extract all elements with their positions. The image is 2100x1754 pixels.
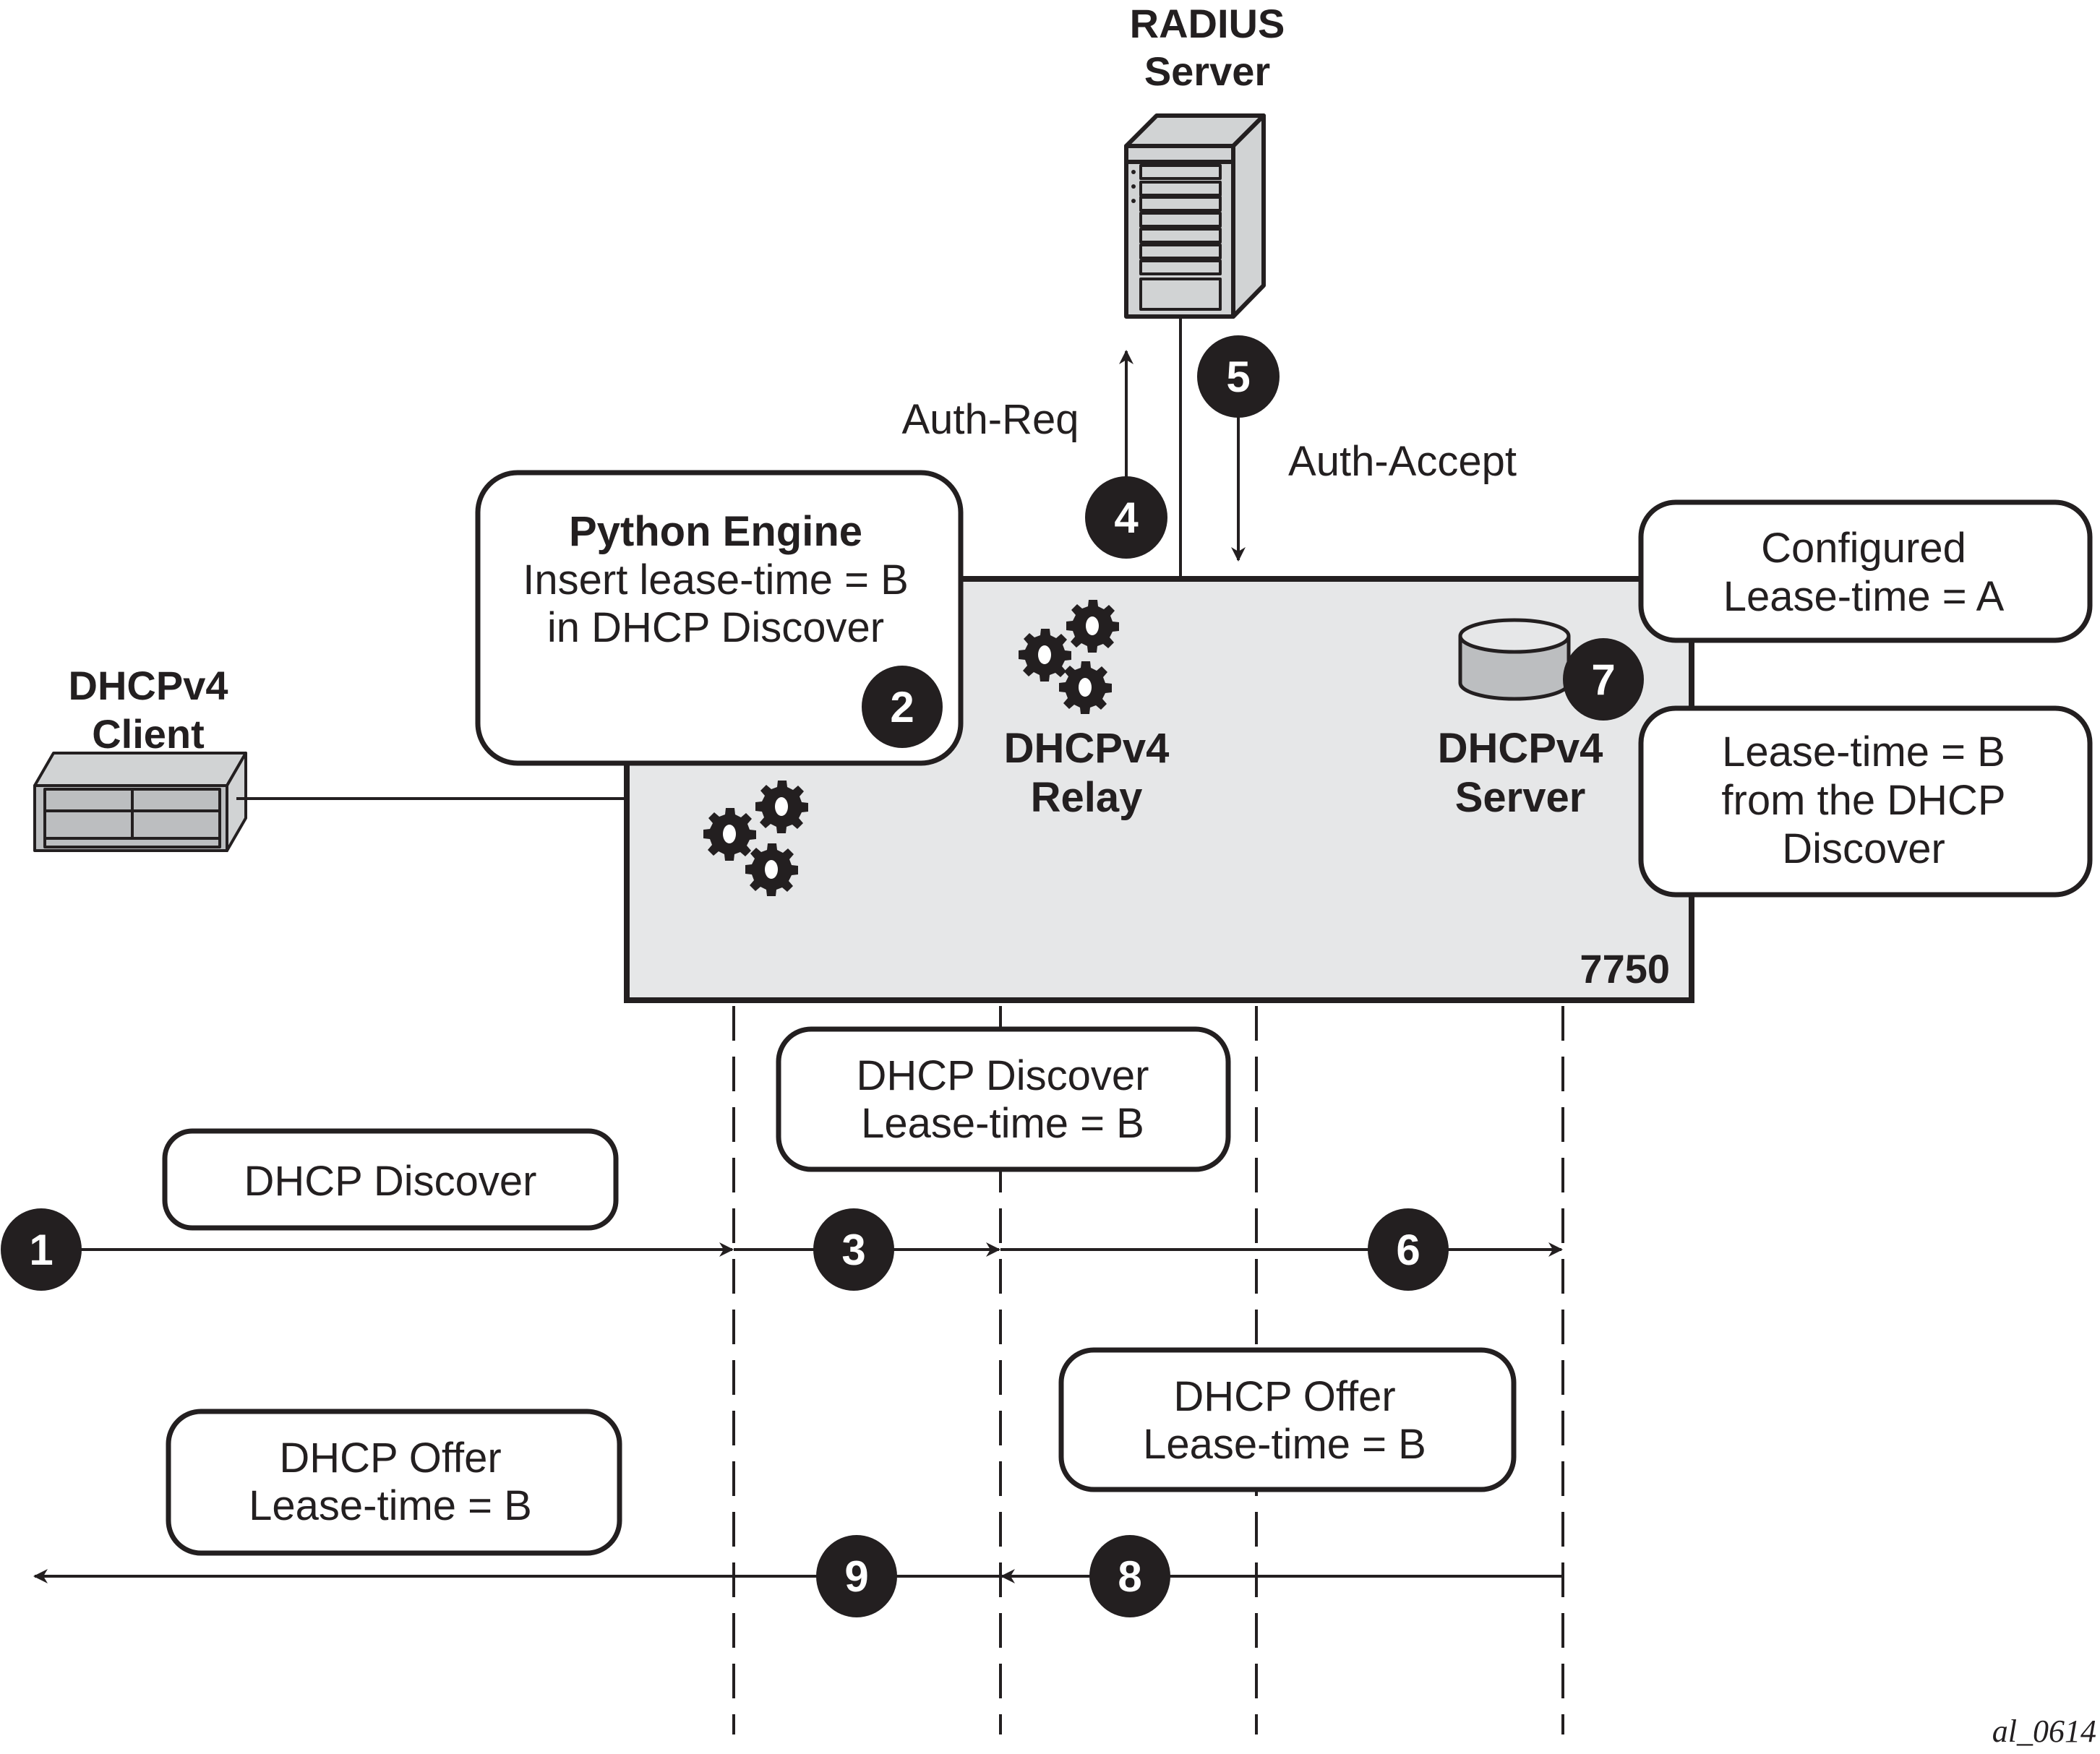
offer-from-server-box [1058, 1347, 1517, 1492]
step-5-badge: 5 [1197, 335, 1280, 418]
discover-label: DHCP Discover [244, 1158, 536, 1205]
step-2-badge: 2 [862, 666, 943, 748]
lease-b-line1: Lease-time = B [1722, 728, 2005, 775]
discover-relayed-line2: Lease-time = B [861, 1100, 1144, 1147]
server-database-icon [1458, 618, 1571, 701]
configured-lease-box [1638, 499, 2093, 643]
svg-text:5: 5 [1226, 353, 1250, 401]
svg-text:1: 1 [29, 1226, 53, 1274]
discover-box [162, 1128, 619, 1231]
step-7-badge: 7 [1563, 638, 1644, 721]
discover-relayed-line1: DHCP Discover [856, 1052, 1149, 1099]
figure-id: al_0614 [1992, 1714, 2096, 1749]
offer-from-server-line1: DHCP Offer [1173, 1373, 1395, 1420]
svg-text:3: 3 [841, 1226, 865, 1274]
svg-text:2: 2 [890, 683, 914, 731]
configured-lease-line1: Configured [1761, 525, 1966, 572]
lease-b-line3: Discover [1782, 825, 1945, 872]
node-7750-label: 7750 [1580, 946, 1670, 992]
step-3-badge: 3 [813, 1208, 894, 1291]
svg-text:6: 6 [1396, 1226, 1420, 1274]
configured-lease-line2: Lease-time = A [1723, 573, 2005, 620]
python-engine-line2: in DHCP Discover [547, 604, 884, 651]
auth-req-label: Auth-Req [901, 396, 1079, 443]
client-title-line1: DHCPv4 [69, 663, 228, 708]
relay-title-line2: Relay [1031, 774, 1143, 821]
step-8-badge: 8 [1089, 1535, 1170, 1617]
offer-from-server-line2: Lease-time = B [1143, 1421, 1426, 1468]
client-title-line2: Client [92, 711, 205, 757]
svg-text:4: 4 [1114, 494, 1139, 542]
lease-b-box [1638, 705, 2093, 898]
auth-accept-label: Auth-Accept [1288, 438, 1517, 485]
python-engine-title: Python Engine [569, 508, 862, 555]
offer-to-client-line1: DHCP Offer [279, 1435, 501, 1482]
step-6-badge: 6 [1368, 1208, 1449, 1291]
radius-server-icon [1124, 113, 1266, 319]
server-title-line1: DHCPv4 [1438, 725, 1603, 772]
svg-text:9: 9 [844, 1552, 868, 1601]
discover-relayed-box [776, 1026, 1231, 1172]
offer-to-client-line2: Lease-time = B [249, 1482, 532, 1529]
python-engine-line1: Insert lease-time = B [523, 556, 909, 603]
svg-text:7: 7 [1591, 655, 1615, 704]
offer-to-client-box [166, 1409, 622, 1556]
lease-b-line2: from the DHCP [1721, 777, 2005, 824]
server-title-line2: Server [1455, 774, 1586, 821]
step-9-badge: 9 [816, 1535, 897, 1617]
step-1-badge: 1 [1, 1208, 82, 1291]
radius-server-title-line2: Server [1144, 48, 1270, 94]
relay-title-line1: DHCPv4 [1004, 725, 1170, 772]
python-engine-box [475, 470, 964, 766]
step-4-badge: 4 [1085, 476, 1167, 559]
svg-text:8: 8 [1118, 1552, 1141, 1601]
radius-server-title-line1: RADIUS [1130, 1, 1285, 46]
client-device-icon [33, 752, 247, 852]
